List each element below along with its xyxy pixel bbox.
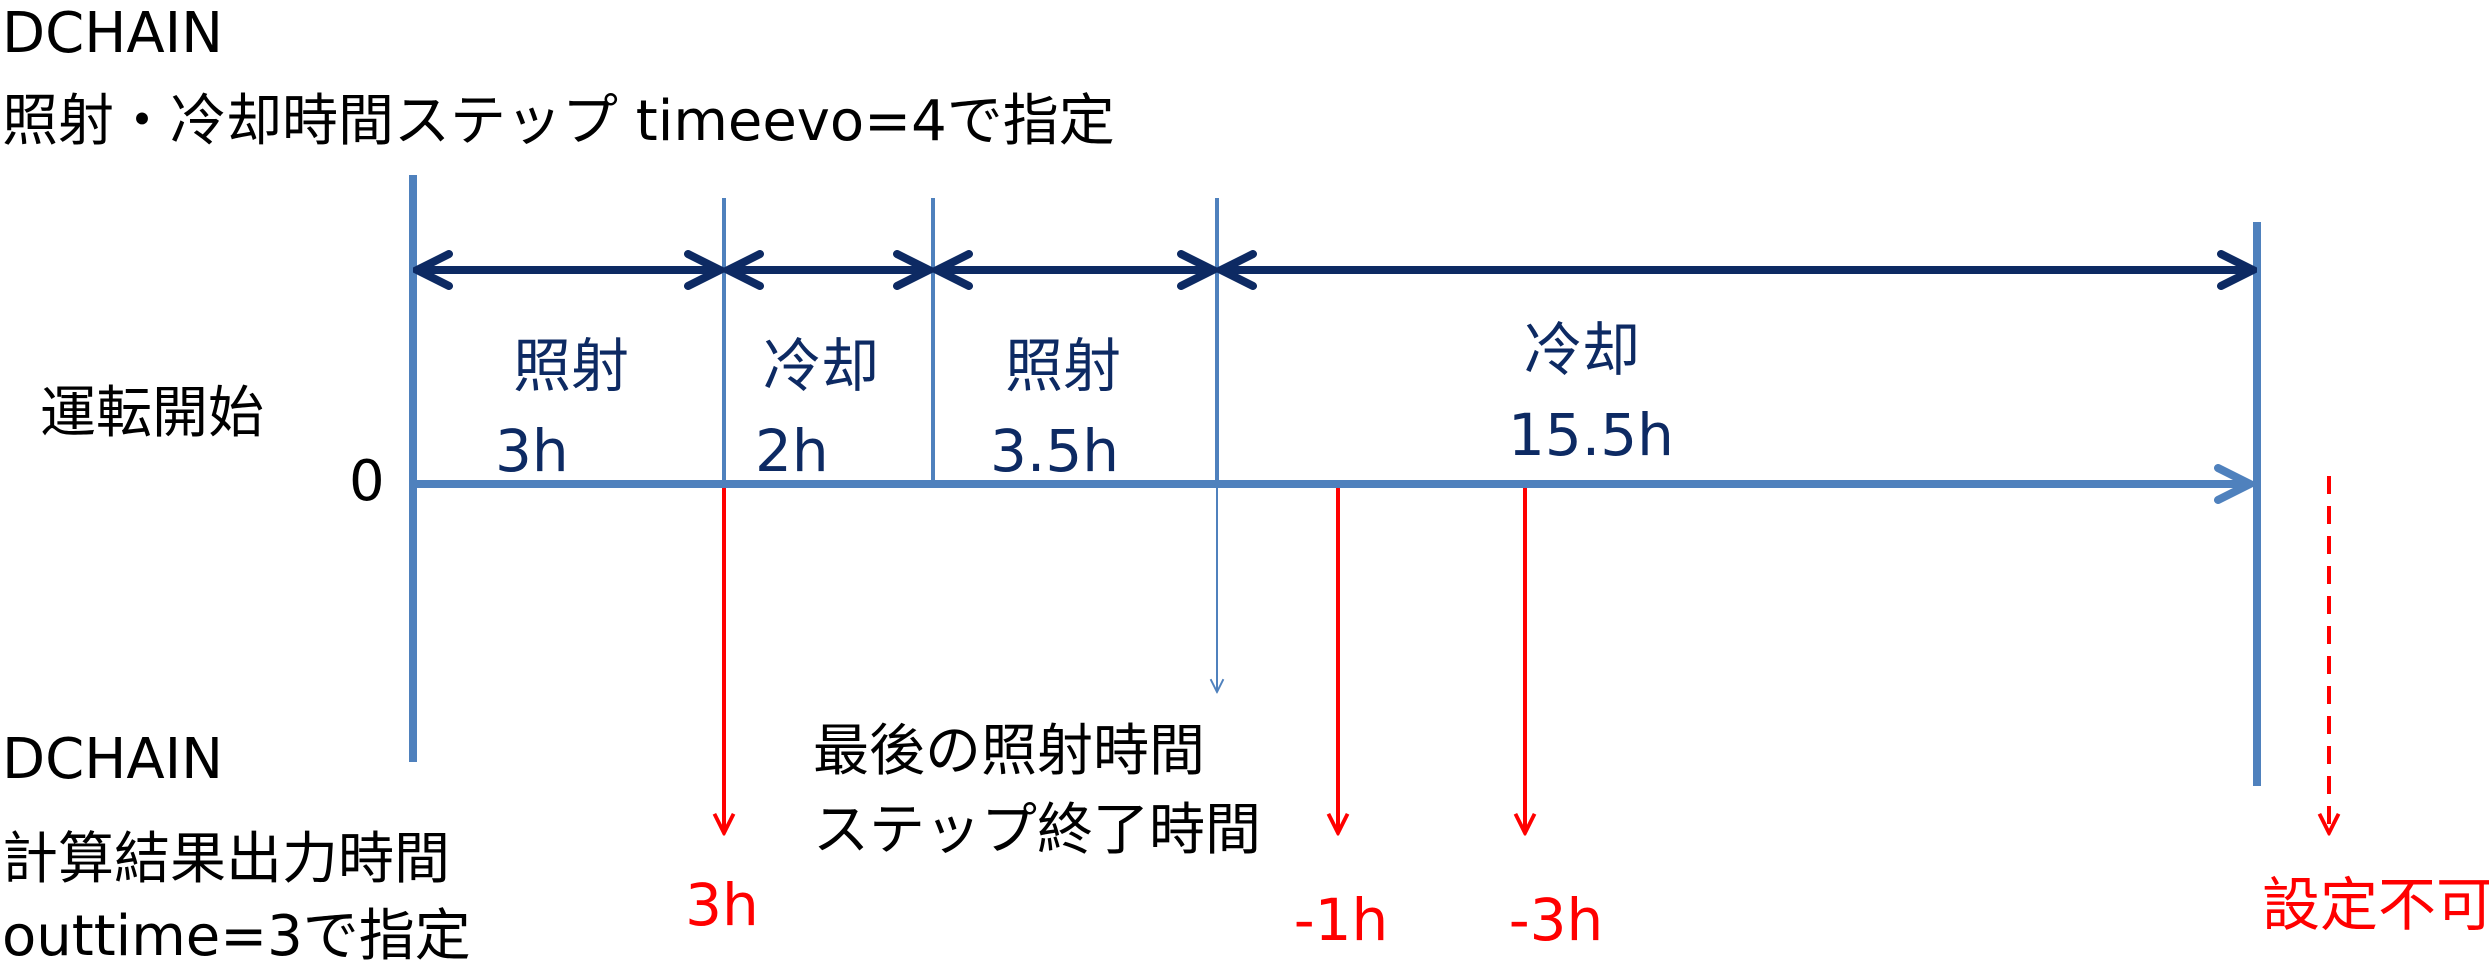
operation-start-label: 運転開始 xyxy=(40,381,264,446)
last-step-note-line2: ステップ終了時間 xyxy=(813,798,1261,863)
interval-4-duration: 15.5h xyxy=(1508,401,1674,469)
header-dchain: DCHAIN xyxy=(2,1,223,66)
interval-1-kind: 照射 xyxy=(513,332,629,400)
interval-3-duration: 3.5h xyxy=(990,417,1119,485)
interval-4-kind: 冷却 xyxy=(1524,316,1640,384)
interval-2-kind: 冷却 xyxy=(763,332,879,400)
output-label-3h: 3h xyxy=(685,871,759,939)
header-timeevo: 照射・冷却時間ステップ timeevo=4で指定 xyxy=(2,89,1115,154)
footer-dchain: DCHAIN xyxy=(2,727,223,792)
output-label-not-allowed: 設定不可 xyxy=(2262,871,2489,939)
footer-outtime: outtime=3で指定 xyxy=(2,904,471,969)
interval-1-duration: 3h xyxy=(495,417,569,485)
zero-label: 0 xyxy=(349,449,385,514)
last-step-note-line1: 最後の照射時間 xyxy=(813,719,1205,784)
output-label-minus3h: -3h xyxy=(1509,886,1604,954)
output-label-minus1h: -1h xyxy=(1294,886,1389,954)
footer-output-time: 計算結果出力時間 xyxy=(2,827,450,892)
interval-3-kind: 照射 xyxy=(1005,332,1121,400)
interval-2-duration: 2h xyxy=(755,417,829,485)
